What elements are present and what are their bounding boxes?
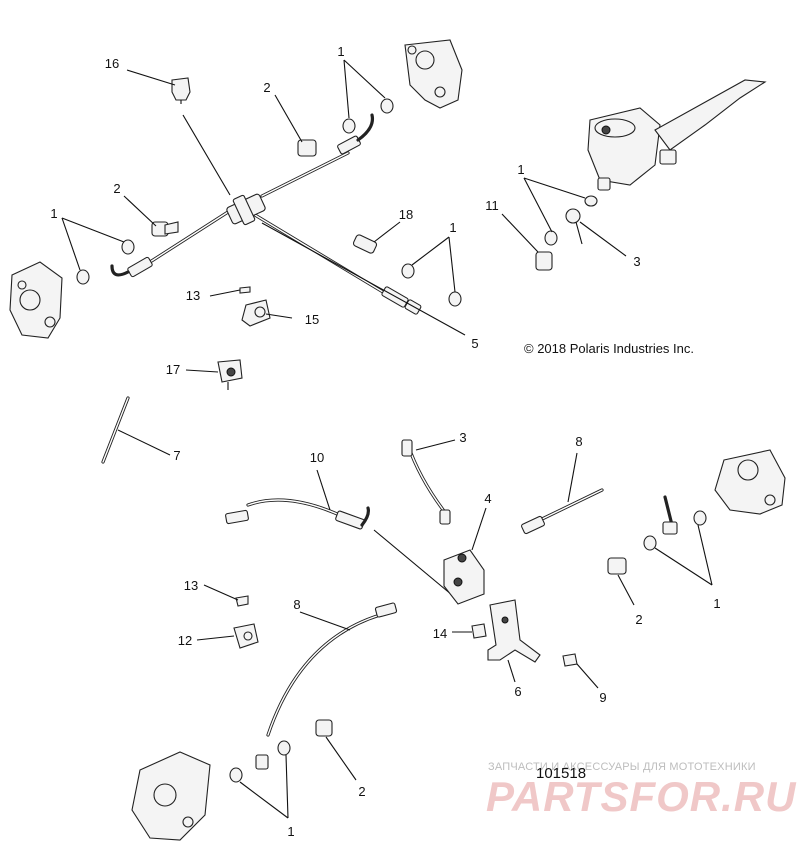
front-left-caliper <box>9 261 63 339</box>
callout-2: 2 <box>263 80 270 95</box>
callout-1: 1 <box>713 596 720 611</box>
junction-block-4 <box>443 507 487 605</box>
brake-hose-10 <box>225 469 459 601</box>
callout-18: 18 <box>399 207 413 222</box>
callout-13: 13 <box>186 288 200 303</box>
rear-right-caliper <box>643 449 786 586</box>
figure-id: 101518 <box>536 765 587 782</box>
rear-left-caliper <box>131 740 291 841</box>
brake-tube-7 <box>101 396 171 464</box>
callout-8: 8 <box>293 597 300 612</box>
callout-1: 1 <box>449 220 456 235</box>
callout-8: 8 <box>575 434 582 449</box>
brake-hose-8-lower <box>266 602 398 737</box>
callout-7: 7 <box>173 448 180 463</box>
watermark-tagline: ЗАПЧАСТИ И АКСЕССУАРЫ ДЛЯ МОТОТЕХНИКИ <box>488 761 756 773</box>
hardware-bottom <box>196 584 599 781</box>
banjo-bolts-top <box>151 139 583 271</box>
sealing-washers-top <box>76 98 598 307</box>
banjo-bolt-2-rear-right <box>607 557 635 606</box>
front-brake-tee-assembly <box>110 113 466 336</box>
callout-12: 12 <box>178 633 192 648</box>
watermark-logo: PARTSFOR.RU <box>486 773 797 820</box>
callout-leaders <box>61 59 627 373</box>
callout-17: 17 <box>166 362 180 377</box>
master-cylinder-assembly <box>587 79 767 191</box>
callout-14: 14 <box>433 626 447 641</box>
hardware-small-parts <box>171 77 271 390</box>
callout-9: 9 <box>599 690 606 705</box>
callout-2: 2 <box>113 181 120 196</box>
brake-hose-8-upper <box>521 452 604 535</box>
callout-16: 16 <box>105 56 119 71</box>
callout-5: 5 <box>471 336 478 351</box>
callout-labels: 16 2 1 2 1 18 1 13 15 5 1 11 3 17 7 10 3… <box>50 44 720 839</box>
callout-2: 2 <box>358 784 365 799</box>
callout-13: 13 <box>184 578 198 593</box>
mounting-bracket-6 <box>487 599 541 683</box>
callout-1: 1 <box>287 824 294 839</box>
callout-2: 2 <box>635 612 642 627</box>
callout-15: 15 <box>305 312 319 327</box>
callout-10: 10 <box>310 450 324 465</box>
callout-6: 6 <box>514 684 521 699</box>
callout-1: 1 <box>517 162 524 177</box>
callout-4: 4 <box>484 491 491 506</box>
callout-1: 1 <box>50 206 57 221</box>
copyright-notice: © 2018 Polaris Industries Inc. <box>524 341 694 356</box>
callout-3: 3 <box>459 430 466 445</box>
brake-hose-3-rear <box>401 439 456 525</box>
callout-1: 1 <box>337 44 344 59</box>
callout-3: 3 <box>633 254 640 269</box>
callout-11: 11 <box>485 198 499 213</box>
front-right-caliper <box>404 39 463 109</box>
